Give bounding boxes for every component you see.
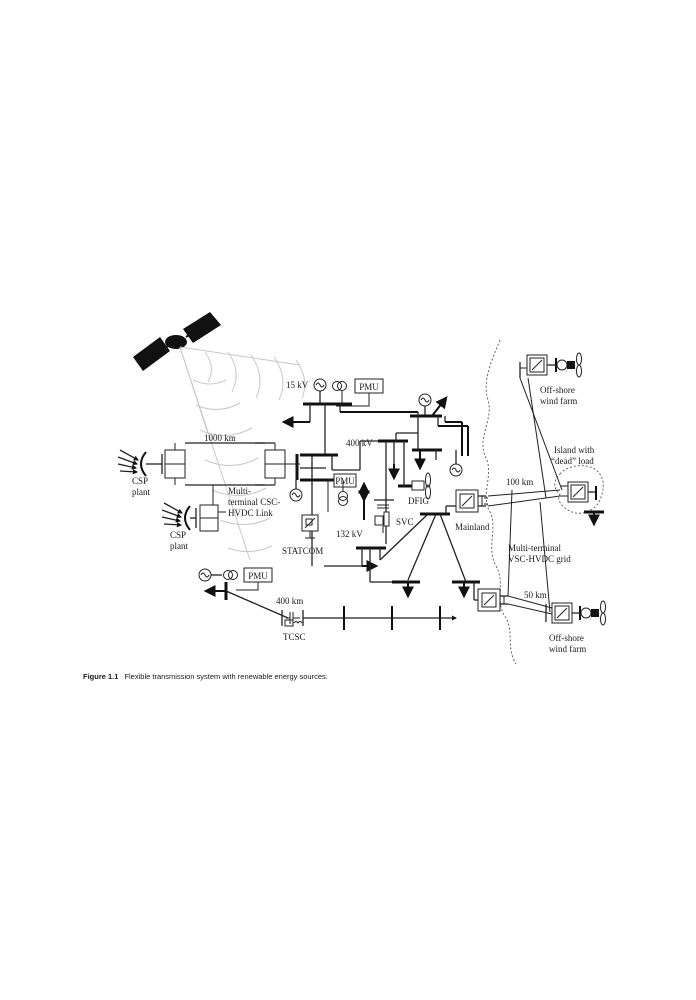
generator-top-right xyxy=(418,393,432,416)
voltage-15kv: 15 kV xyxy=(286,380,309,390)
offshore-bottom-label-1: Off-shore xyxy=(549,633,584,643)
converter-bottom xyxy=(477,588,508,612)
island-label-2: “dead” load xyxy=(551,456,594,466)
distance-100km: 100 km xyxy=(506,477,533,487)
voltage-132kv: 132 kV xyxy=(336,529,363,539)
pmu-bottom-label: PMU xyxy=(248,571,268,581)
pmu-top-label: PMU xyxy=(359,382,379,392)
satellite-signal-waves xyxy=(179,346,306,561)
csp-bottom-label-2: plant xyxy=(170,541,188,551)
generator-bottom-left xyxy=(198,568,238,582)
svc-device xyxy=(374,499,394,533)
dfig-wind-turbine xyxy=(398,464,431,500)
dfig-label: DFIG xyxy=(408,496,430,506)
figure-caption: Figure 1.1 Flexible transmission system w… xyxy=(83,672,603,681)
offshore-wind-farm-top xyxy=(519,352,582,378)
vsc-label-1: Multi-terminal xyxy=(508,543,561,553)
tcsc-device xyxy=(281,610,304,627)
vsc-label-2: VSC-HVDC grid xyxy=(508,554,571,564)
statcom-label: STATCOM xyxy=(282,546,323,556)
csp-top-label-1: CSP xyxy=(132,476,148,486)
offshore-bottom-label-2: wind farm xyxy=(549,644,586,654)
offshore-top-label-2: wind farm xyxy=(540,396,577,406)
vsc-hvdc-grid xyxy=(487,377,563,615)
distance-1000km: 1000 km xyxy=(204,433,236,443)
coastline xyxy=(482,339,517,665)
csp-top-label-2: plant xyxy=(132,487,150,497)
satellite-icon xyxy=(133,312,221,371)
csp-plant-top xyxy=(117,449,163,477)
distance-400km: 400 km xyxy=(276,596,303,606)
caption-text: Flexible transmission system with renewa… xyxy=(124,672,328,681)
figure-number: Figure 1.1 xyxy=(83,672,119,681)
pmu-mid-label: PMU xyxy=(335,476,355,486)
csc-label-1: Multi- xyxy=(228,486,251,496)
offshore-wind-farm-bottom xyxy=(545,600,606,626)
mainland-converter xyxy=(455,489,488,513)
island-converter xyxy=(560,481,604,527)
csc-label-2: terminal CSC- xyxy=(228,497,280,507)
mainland-label: Mainland xyxy=(455,522,490,532)
csc-label-3: HVDC Link xyxy=(228,508,273,518)
generator-15kv xyxy=(313,378,347,404)
island-label-1: Island with xyxy=(554,445,595,455)
tcsc-label: TCSC xyxy=(283,632,306,642)
statcom-device xyxy=(301,514,319,539)
csc-hvdc-link xyxy=(164,442,300,532)
distance-50km: 50 km xyxy=(524,590,547,600)
csp-bottom-label-1: CSP xyxy=(170,530,186,540)
offshore-top-label-1: Off-shore xyxy=(540,385,575,395)
svc-label: SVC xyxy=(396,517,414,527)
generator-right xyxy=(449,450,463,477)
csp-plant-bottom xyxy=(161,502,197,531)
generator-mid-left xyxy=(289,480,303,502)
